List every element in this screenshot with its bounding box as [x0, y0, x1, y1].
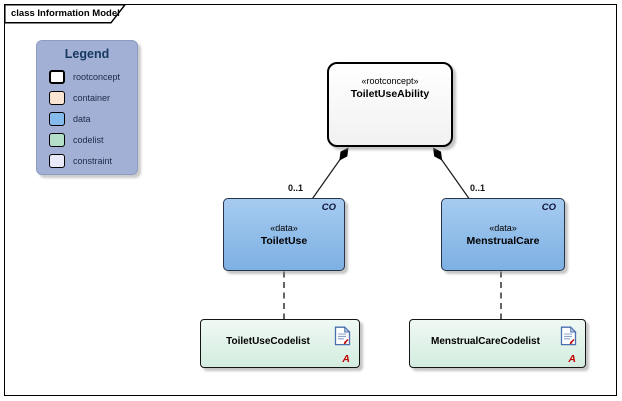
- legend-item-data: data: [49, 112, 137, 126]
- node-name: ToiletUseCodelist: [226, 336, 310, 347]
- node-toiletuseability[interactable]: «rootconcept» ToiletUseAbility: [327, 62, 453, 147]
- legend-item-container: container: [49, 91, 137, 105]
- node-name: ToiletUse: [260, 234, 308, 247]
- legend-item-rootconcept: rootconcept: [49, 70, 137, 84]
- multiplicity-label-left: 0..1: [288, 183, 304, 193]
- diagram-title: class Information Model: [11, 8, 120, 19]
- legend-item-label: constraint: [73, 156, 113, 166]
- legend-item-codelist: codelist: [49, 133, 137, 147]
- legend-items: rootconcept container data codelist cons…: [37, 70, 137, 168]
- node-name: MenstrualCare: [466, 234, 540, 247]
- node-toiletuse[interactable]: CO «data» ToiletUse: [223, 198, 345, 271]
- constraint-swatch: [49, 154, 65, 168]
- rootconcept-swatch: [49, 70, 65, 84]
- node-toiletusecodelist[interactable]: ToiletUseCodelist A: [200, 319, 360, 368]
- node-menstrualcarecodelist[interactable]: MenstrualCareCodelist A: [409, 319, 586, 368]
- legend-title: Legend: [64, 47, 110, 61]
- node-stereotype: «rootconcept»: [361, 76, 419, 86]
- data-swatch: [49, 112, 65, 126]
- legend-item-label: codelist: [73, 135, 104, 145]
- a-marker: A: [568, 353, 576, 365]
- document-icon: [334, 326, 351, 346]
- co-badge: CO: [541, 202, 556, 213]
- node-name: ToiletUseAbility: [350, 88, 430, 100]
- container-swatch: [49, 91, 65, 105]
- legend-item-constraint: constraint: [49, 154, 137, 168]
- node-name: MenstrualCareCodelist: [431, 336, 540, 347]
- legend-item-label: rootconcept: [73, 72, 121, 82]
- a-marker: A: [342, 353, 350, 365]
- document-icon: [560, 326, 577, 346]
- node-menstrualcare[interactable]: CO «data» MenstrualCare: [441, 198, 565, 271]
- co-badge: CO: [321, 202, 336, 213]
- frame-tab-shape: [4, 4, 127, 24]
- multiplicity-label-right: 0..1: [470, 183, 486, 193]
- legend-item-label: container: [73, 93, 111, 103]
- legend-item-label: data: [73, 114, 91, 124]
- codelist-swatch: [49, 133, 65, 147]
- legend-box[interactable]: Legend rootconcept container data codeli…: [36, 40, 138, 175]
- node-stereotype: «data»: [489, 222, 517, 233]
- node-stereotype: «data»: [270, 222, 298, 233]
